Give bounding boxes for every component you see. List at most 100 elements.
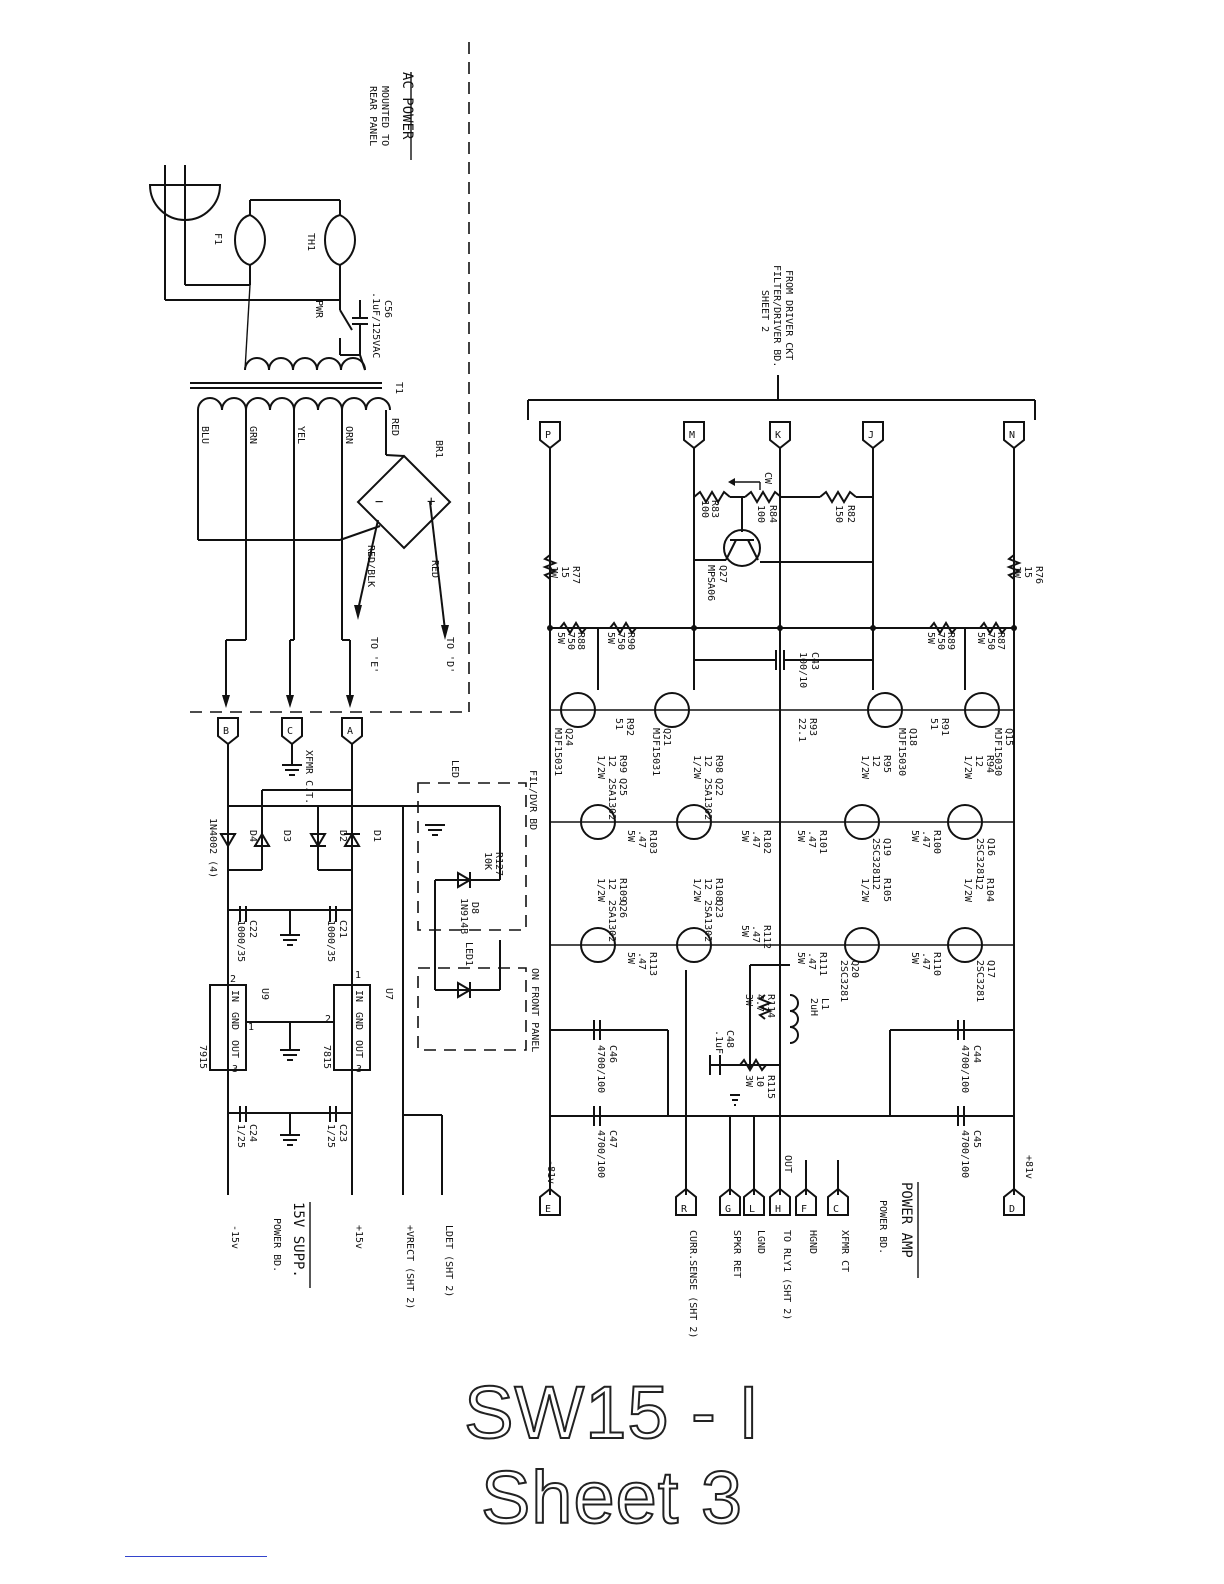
svg-text:D8: D8 bbox=[469, 902, 480, 914]
svg-text:C23: C23 bbox=[337, 1124, 348, 1142]
transistor-q27 bbox=[723, 529, 761, 567]
ground-symbol-c23 bbox=[280, 1134, 300, 1146]
svg-text:.47: .47 bbox=[636, 830, 647, 848]
svg-text:5W: 5W bbox=[739, 830, 750, 843]
svg-text:3: 3 bbox=[356, 1064, 362, 1075]
diode-d2-icon bbox=[309, 833, 327, 848]
regulator-u9 bbox=[209, 984, 247, 1071]
regulator-u7 bbox=[333, 984, 371, 1071]
svg-text:100: 100 bbox=[699, 500, 710, 518]
neg15-label: -15v bbox=[229, 1225, 240, 1249]
svg-text:R95: R95 bbox=[881, 755, 892, 773]
svg-text:10: 10 bbox=[754, 1075, 765, 1087]
thermistor-th1-icon bbox=[324, 200, 341, 300]
ac-plug-icon bbox=[148, 184, 222, 221]
xfmr-ct-label: XFMR C.T. bbox=[303, 750, 314, 804]
rail-pos81: +81v bbox=[1023, 1155, 1034, 1179]
resistor-r76 bbox=[1006, 554, 1022, 580]
svg-text:IN: IN bbox=[353, 990, 364, 1002]
svg-text:.47: .47 bbox=[806, 952, 817, 970]
ac-power-note1: MOUNTED TO bbox=[379, 86, 390, 146]
svg-text:F: F bbox=[801, 1204, 807, 1215]
potentiometer-r84 bbox=[744, 490, 782, 504]
svg-text:2SC3281: 2SC3281 bbox=[870, 838, 881, 880]
connector-F: F bbox=[795, 1187, 817, 1216]
connector-P: P bbox=[539, 421, 561, 450]
svg-text:Q15: Q15 bbox=[1003, 728, 1014, 746]
label-xfmr-ct: XFMR CT bbox=[839, 1230, 850, 1272]
ldet-label: LDET (SHT 2) bbox=[443, 1225, 454, 1297]
svg-text:FIL/DVR BD: FIL/DVR BD bbox=[527, 770, 538, 830]
to-d-label: TO 'D' bbox=[444, 637, 455, 673]
svg-text:Q22: Q22 bbox=[713, 778, 724, 796]
svg-text:M: M bbox=[689, 430, 695, 441]
svg-text:2SC3281: 2SC3281 bbox=[838, 960, 849, 1002]
connector-L: L bbox=[743, 1187, 765, 1216]
svg-text:5W: 5W bbox=[795, 830, 806, 843]
svg-text:12: 12 bbox=[606, 878, 617, 890]
connector-H: H bbox=[769, 1187, 791, 1216]
svg-text:100: 100 bbox=[755, 505, 766, 523]
supply-sub: POWER BD. bbox=[271, 1218, 282, 1272]
svg-text:12: 12 bbox=[973, 755, 984, 767]
svg-text:Q20: Q20 bbox=[849, 960, 860, 978]
svg-text:H: H bbox=[775, 1204, 781, 1215]
svg-text:Q19: Q19 bbox=[881, 838, 892, 856]
connector-C-bottom: C bbox=[827, 1187, 849, 1216]
pos15-label: +15v bbox=[353, 1225, 364, 1249]
svg-text:51: 51 bbox=[613, 718, 624, 730]
svg-text:R99: R99 bbox=[617, 755, 628, 773]
svg-text:4700/100: 4700/100 bbox=[595, 1045, 606, 1093]
svg-text:.47: .47 bbox=[750, 925, 761, 943]
svg-text:1: 1 bbox=[355, 970, 361, 981]
led-board: FIL/DVR BD LED R127 10K D8 1N914B LED1 O… bbox=[402, 760, 540, 1195]
wire-red-out-label: RED bbox=[429, 560, 440, 578]
driver-note-2: FILTER/DRIVER BD. bbox=[771, 265, 782, 367]
svg-text:C21: C21 bbox=[337, 920, 348, 938]
svg-text:R114: R114 bbox=[765, 994, 776, 1018]
svg-text:4.7: 4.7 bbox=[754, 994, 765, 1012]
svg-text:15: 15 bbox=[559, 566, 570, 578]
svg-text:2SA1302: 2SA1302 bbox=[702, 900, 713, 942]
driver-note-1: FROM DRIVER CKT bbox=[783, 270, 794, 360]
svg-text:12: 12 bbox=[606, 755, 617, 767]
svg-text:10K: 10K bbox=[482, 852, 493, 870]
svg-text:ON FRONT PANEL: ON FRONT PANEL bbox=[529, 968, 540, 1052]
connector-A: A bbox=[341, 717, 363, 746]
svg-text:750: 750 bbox=[565, 632, 576, 650]
svg-text:12: 12 bbox=[702, 878, 713, 890]
wire-red-label: RED bbox=[389, 418, 400, 436]
svg-text:C46: C46 bbox=[607, 1045, 618, 1063]
svg-text:1/2W: 1/2W bbox=[691, 755, 702, 780]
transformer-secondary-icon bbox=[197, 397, 391, 411]
svg-text:150: 150 bbox=[833, 505, 844, 523]
svg-text:2: 2 bbox=[230, 974, 236, 985]
svg-text:MJF15030: MJF15030 bbox=[896, 728, 907, 776]
resistor-r82 bbox=[819, 490, 857, 504]
svg-text:D: D bbox=[1009, 1204, 1015, 1215]
connector-R: R bbox=[675, 1187, 697, 1216]
f1-label: F1 bbox=[212, 233, 223, 245]
svg-text:R92: R92 bbox=[624, 718, 635, 736]
svg-text:1N914B: 1N914B bbox=[458, 898, 469, 934]
power-amp-section: R83 100 R84 100 CW R82 150 Q27 MPSA06 R7… bbox=[542, 448, 1044, 1195]
svg-text:R: R bbox=[681, 1204, 688, 1215]
svg-text:B: B bbox=[223, 726, 229, 737]
svg-text:R113: R113 bbox=[647, 952, 658, 976]
svg-text:1/2W: 1/2W bbox=[962, 755, 973, 780]
svg-text:C47: C47 bbox=[607, 1130, 618, 1148]
svg-text:R98: R98 bbox=[713, 755, 724, 773]
svg-text:1/2W: 1/2W bbox=[859, 878, 870, 903]
svg-text:4700/100: 4700/100 bbox=[595, 1130, 606, 1178]
svg-text:5W: 5W bbox=[625, 830, 636, 843]
svg-text:D1: D1 bbox=[371, 830, 382, 842]
svg-text:R111: R111 bbox=[817, 952, 828, 976]
svg-text:G: G bbox=[725, 1204, 731, 1215]
svg-text:Q26: Q26 bbox=[617, 900, 628, 918]
svg-text:51: 51 bbox=[928, 718, 939, 730]
br1-label: BR1 bbox=[433, 440, 444, 458]
svg-text:OUT: OUT bbox=[782, 1155, 793, 1173]
svg-text:15: 15 bbox=[1022, 566, 1033, 578]
svg-text:Q25: Q25 bbox=[617, 778, 628, 796]
svg-text:1W: 1W bbox=[1011, 566, 1022, 579]
